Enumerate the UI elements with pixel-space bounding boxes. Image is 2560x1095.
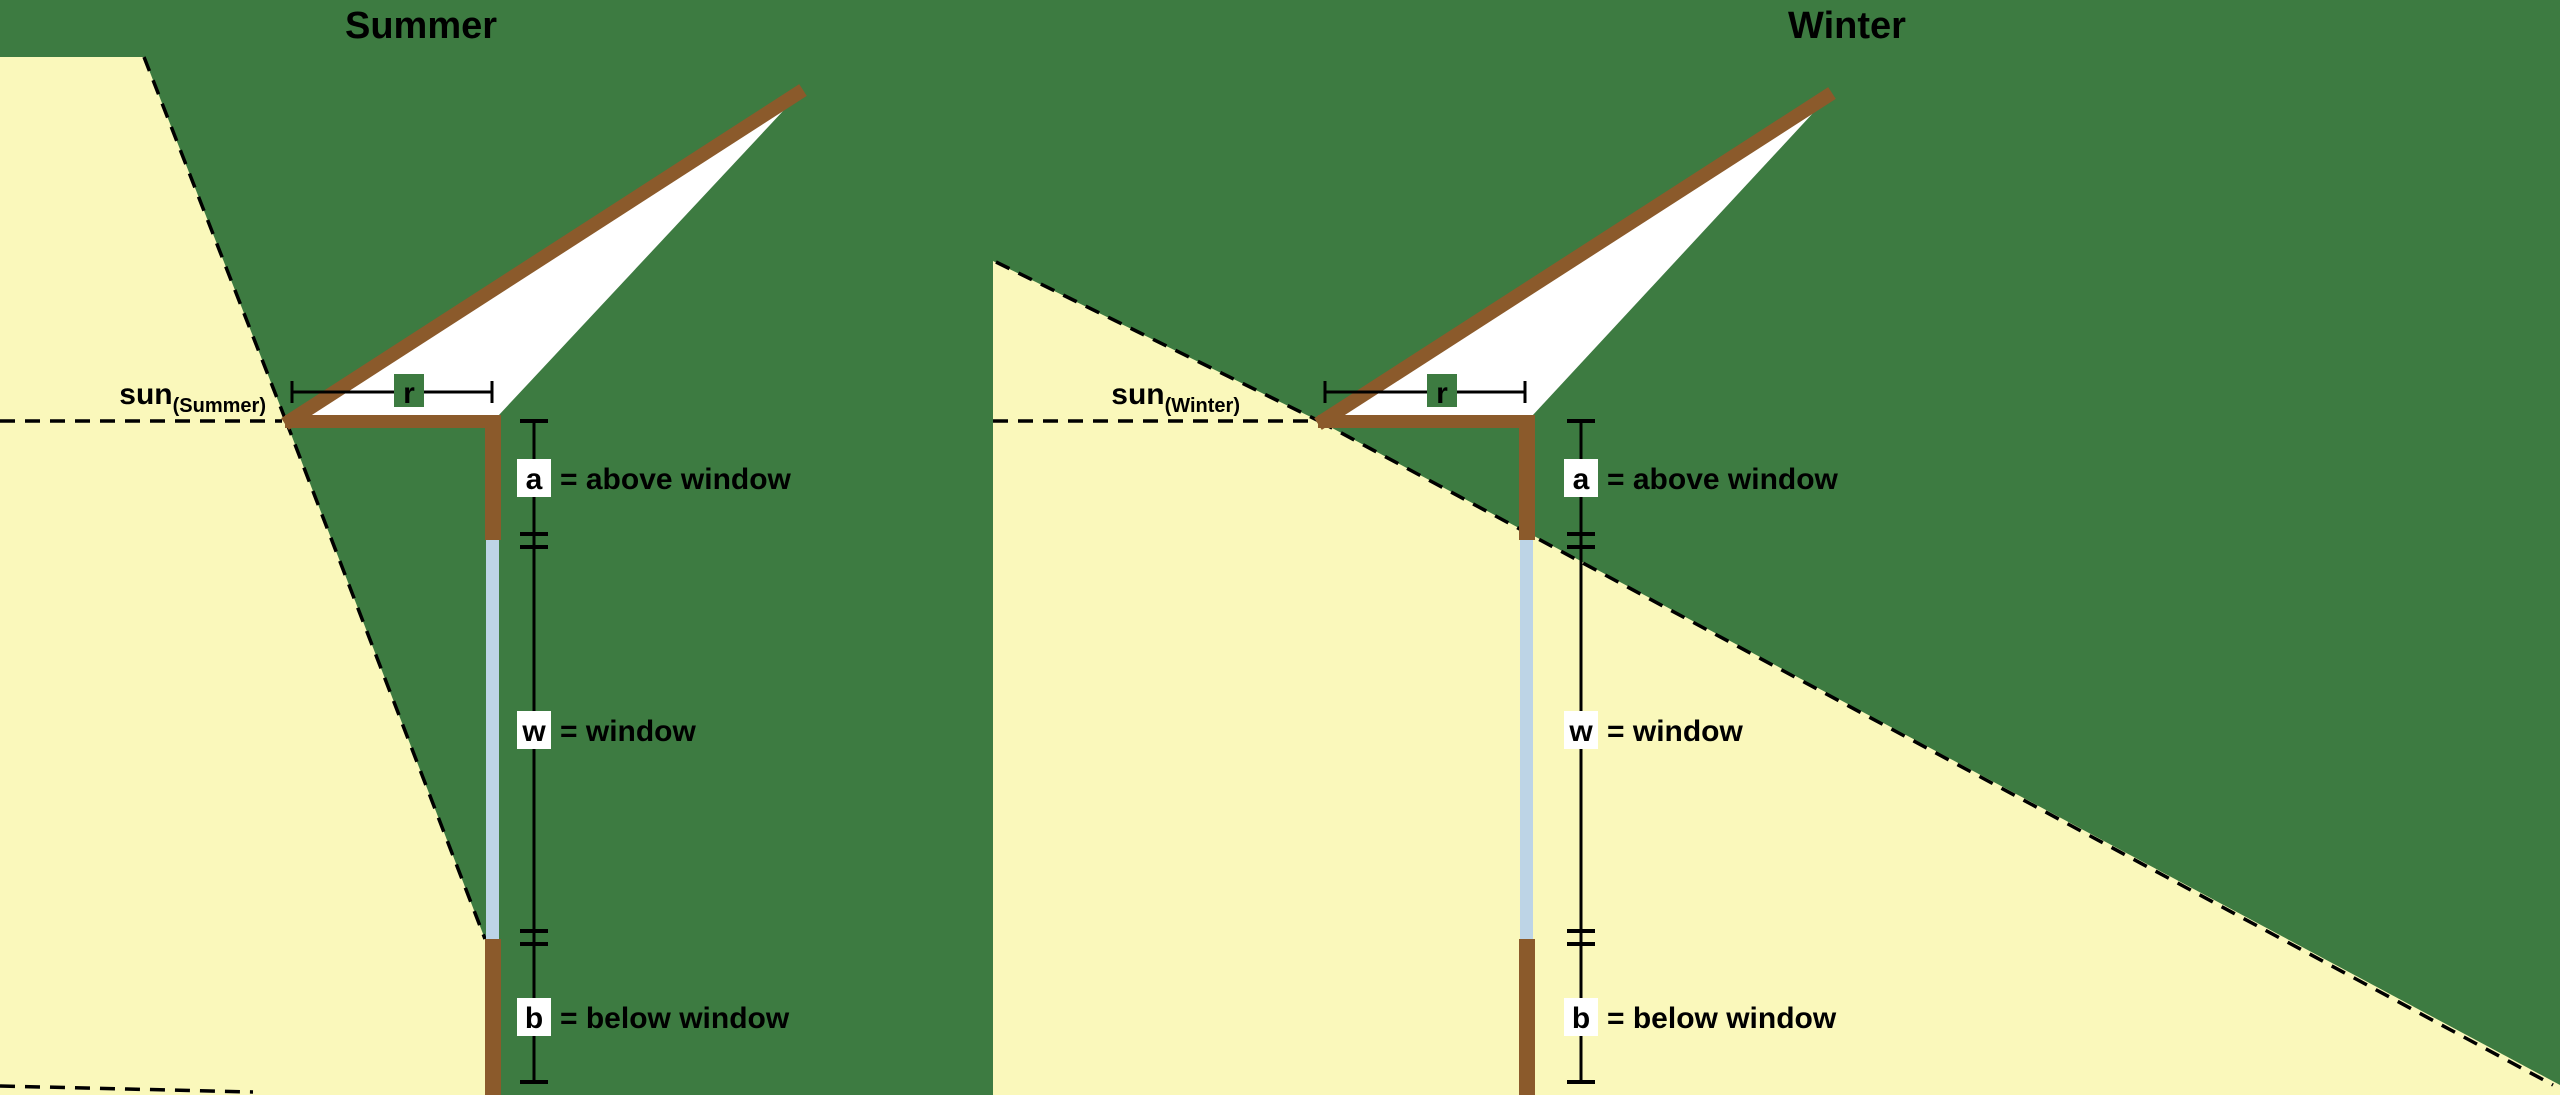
- soffit: [1318, 415, 1535, 428]
- dim-desc-b: = below window: [1607, 1002, 1837, 1035]
- sun-ray-upper-dashed-line: [142, 56, 288, 422]
- roof-line: [281, 84, 807, 430]
- dim-desc-w: = window: [1607, 715, 1744, 748]
- sun-label: sun(Summer): [119, 378, 266, 417]
- window: [1520, 540, 1533, 939]
- dimension-tick: [1567, 532, 1595, 536]
- wall-above-window: [485, 415, 501, 540]
- dimension-tick: [520, 1080, 548, 1084]
- overhang-label: r: [1436, 377, 1448, 410]
- dimension-tick: [1567, 419, 1595, 423]
- dim-letter-a: a: [1573, 463, 1590, 496]
- sun-ray-upper-dashed-line: [995, 260, 1320, 423]
- sun-label-word: sun: [119, 378, 172, 411]
- dim-letter-box-w: [1564, 711, 1598, 749]
- dim-desc-a: = above window: [1607, 463, 1839, 496]
- dim-letter-box-b: [517, 998, 551, 1036]
- dimension-tick: [520, 929, 548, 933]
- dim-letter-b: b: [1572, 1002, 1590, 1035]
- dim-letter-b: b: [525, 1002, 543, 1035]
- ground-dashed-line: [0, 1084, 254, 1094]
- sun-label: sun(Winter): [1111, 378, 1240, 417]
- wall-below-window: [485, 939, 501, 1095]
- dim-letter-box-a: [517, 459, 551, 497]
- overhang-label-bg: [394, 374, 424, 407]
- summer-panel: r sun(Summer) a = above window w = windo…: [0, 5, 807, 1095]
- panel-title: Summer: [345, 5, 497, 47]
- dim-letter-box-w: [517, 711, 551, 749]
- dimension-tick: [1567, 942, 1595, 946]
- soffit: [285, 415, 501, 428]
- dim-desc-a: = above window: [560, 463, 792, 496]
- dim-desc-w: = window: [560, 715, 697, 748]
- sun-label-subscript: (Summer): [173, 395, 266, 417]
- dim-letter-box-a: [1564, 459, 1598, 497]
- dim-desc-b: = below window: [560, 1002, 790, 1035]
- wall-above-window: [1519, 415, 1535, 540]
- wall-below-window: [1519, 939, 1535, 1095]
- dim-letter-a: a: [526, 463, 543, 496]
- dimension-tick: [1567, 1080, 1595, 1084]
- dimension-tick: [520, 419, 548, 423]
- sun-ray-lower-dashed-line: [284, 420, 487, 940]
- roof-line: [1314, 87, 1836, 430]
- dim-letter-w: w: [521, 715, 546, 748]
- dim-letter-w: w: [1568, 715, 1593, 748]
- sunlight-region: [993, 261, 2560, 1095]
- dimension-tick: [520, 942, 548, 946]
- window: [486, 540, 499, 939]
- sun-label-word: sun: [1111, 378, 1164, 411]
- panel-title: Winter: [1788, 5, 1906, 47]
- overhang-label-bg: [1427, 374, 1457, 407]
- dimension-tick: [1567, 929, 1595, 933]
- dimension-tick: [520, 532, 548, 536]
- sunlight-region: [0, 57, 485, 1095]
- dimension-tick: [1567, 545, 1595, 549]
- dim-letter-box-b: [1564, 998, 1598, 1036]
- sun-label-subscript: (Winter): [1165, 395, 1240, 417]
- winter-panel: r sun(Winter) a = above window w = windo…: [993, 5, 2560, 1095]
- dimension-tick: [520, 545, 548, 549]
- overhang-label: r: [403, 377, 415, 410]
